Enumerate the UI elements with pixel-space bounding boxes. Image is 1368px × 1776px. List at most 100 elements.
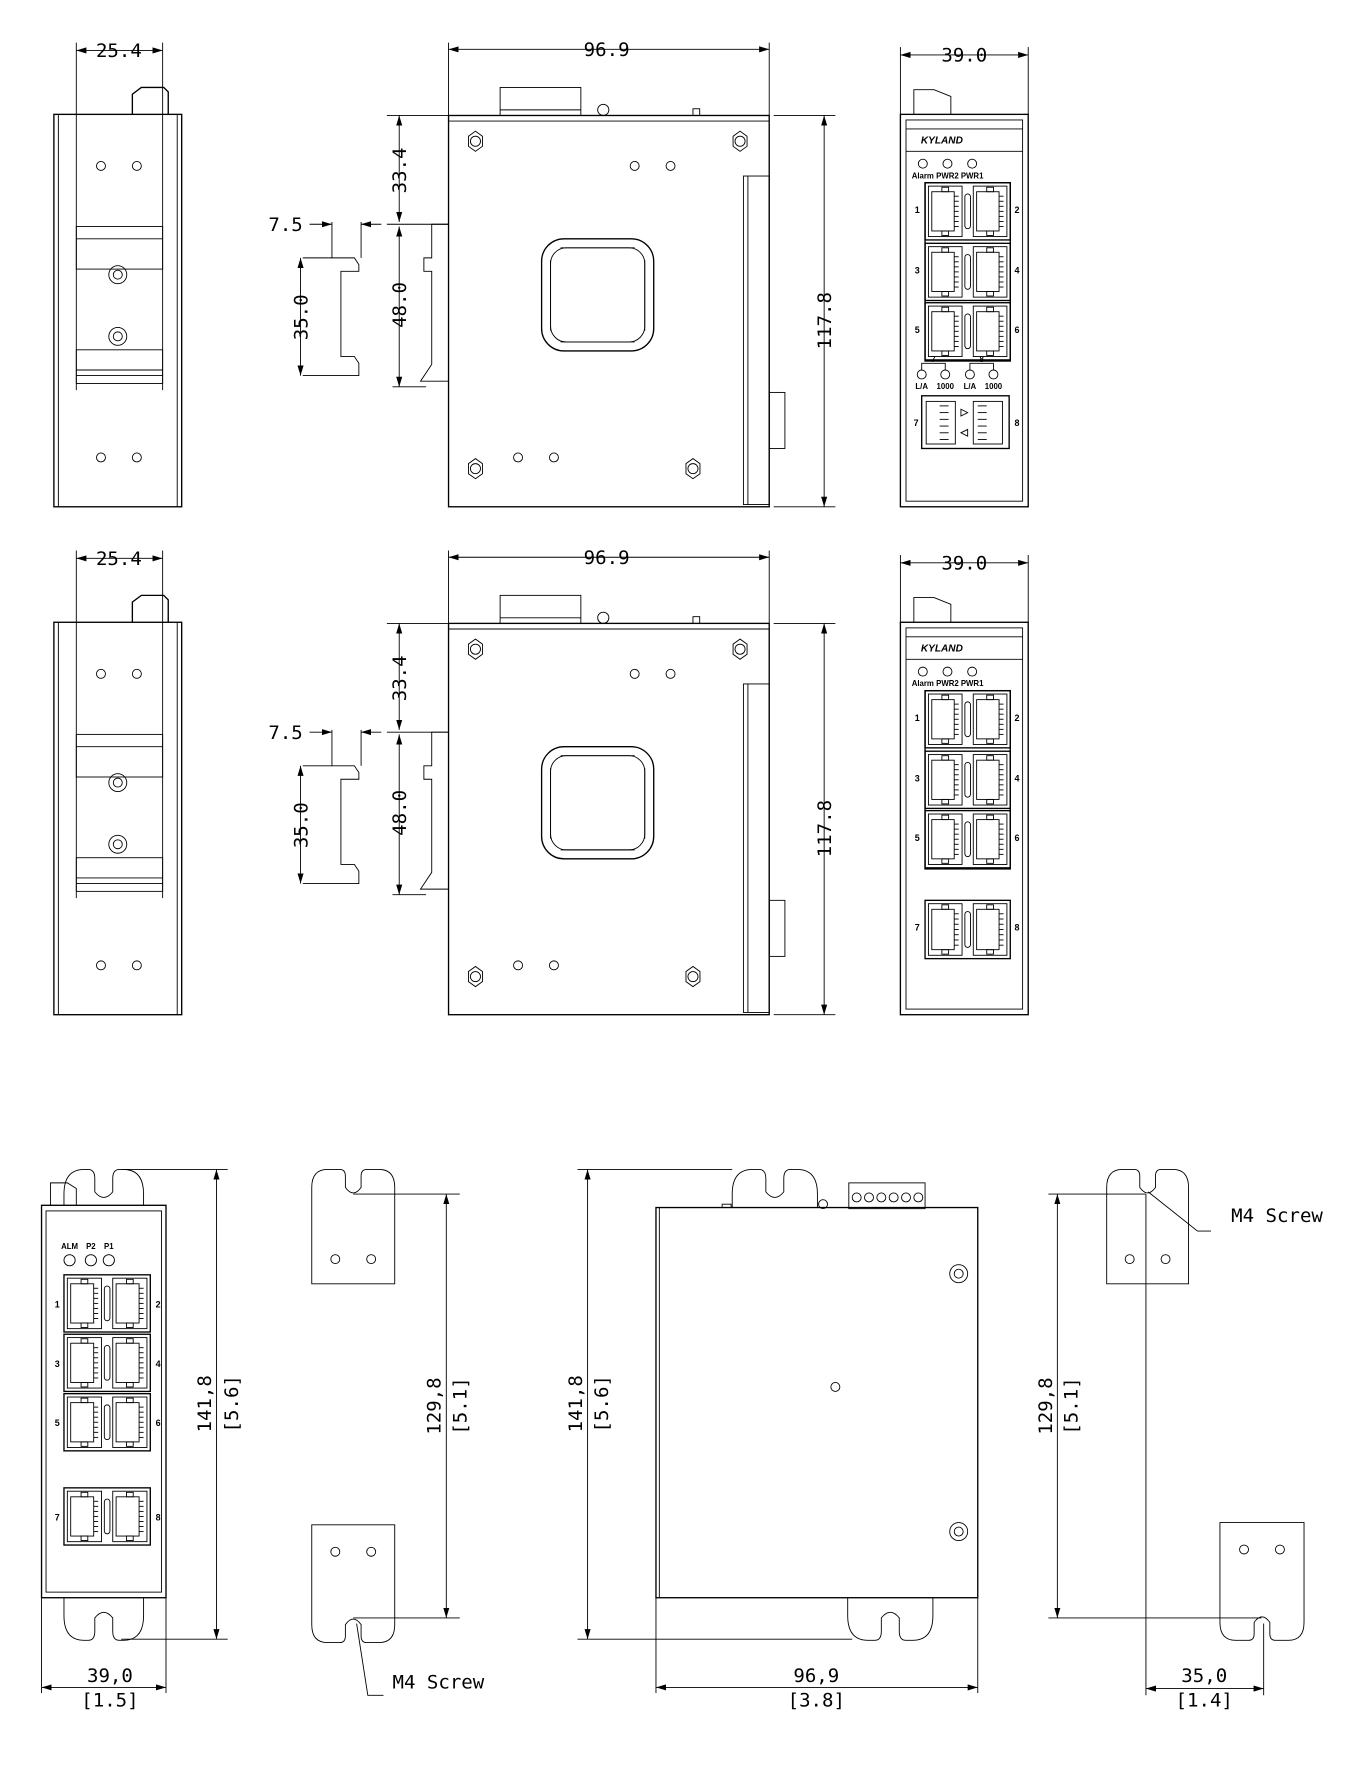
din-rail-profile xyxy=(302,221,360,377)
side-rail xyxy=(742,175,770,505)
hole xyxy=(96,960,106,971)
port-outline xyxy=(112,1490,148,1543)
screw-icon xyxy=(108,326,128,346)
led-indicator xyxy=(964,369,975,380)
rj45-port-icon xyxy=(972,246,1008,298)
latch xyxy=(80,1322,89,1328)
port-block-frame xyxy=(63,1392,151,1452)
port-outline xyxy=(927,693,963,745)
front-enclosure xyxy=(40,1204,167,1599)
port-outline xyxy=(927,754,963,806)
port-number: 7 xyxy=(915,923,920,933)
bottom-mounting-tab xyxy=(847,1597,934,1641)
hole xyxy=(96,668,106,679)
bracket-outline xyxy=(311,1524,396,1644)
screw-icon xyxy=(108,834,128,854)
bracket-outline xyxy=(1219,1522,1305,1641)
latch xyxy=(986,738,994,744)
screw-icon xyxy=(112,331,123,342)
led-indicator xyxy=(942,158,953,169)
m4-screw-label: M4 Screw xyxy=(392,1672,484,1694)
port-number: 1 xyxy=(915,713,920,723)
bracket-spacing-inch-label: [5.1] xyxy=(449,1377,471,1434)
side-width-label: 25.4 xyxy=(96,548,142,570)
rj45-port-icon xyxy=(112,1396,148,1448)
sfp-port-icon xyxy=(972,400,1003,445)
latch xyxy=(941,230,950,236)
led-indicator xyxy=(940,369,951,380)
port-group-frame xyxy=(924,689,1011,870)
port-inner xyxy=(115,1496,140,1537)
side-height-label: 141,8 xyxy=(565,1375,587,1432)
wall-mount-bracket xyxy=(1106,1168,1189,1285)
rj45-port-icon xyxy=(972,305,1008,357)
port-separator xyxy=(964,761,971,798)
latch xyxy=(941,186,950,193)
hole xyxy=(1124,1254,1135,1265)
rj45-port-icon xyxy=(972,903,1008,956)
terminal-screw xyxy=(901,1192,911,1203)
nut-hole xyxy=(469,463,481,475)
nut-hole xyxy=(469,971,481,983)
port-housing xyxy=(768,391,786,449)
latch xyxy=(986,814,994,821)
hex-nut-icon xyxy=(468,638,483,660)
wall-mount-bracket xyxy=(311,1168,396,1285)
hex-nut-icon xyxy=(468,130,483,152)
port-separator xyxy=(103,1285,111,1322)
front-panel xyxy=(905,627,1024,1010)
hex-nut-icon xyxy=(732,130,748,152)
body-enclosure xyxy=(447,114,770,508)
bracket-outline xyxy=(1106,1168,1189,1285)
rj45-port-icon xyxy=(112,1337,148,1389)
side-width-inch-label: [3.8] xyxy=(788,1689,845,1711)
latch xyxy=(986,755,994,761)
port-inner xyxy=(976,699,1000,740)
hole xyxy=(1274,1544,1285,1555)
port-outline xyxy=(66,1277,102,1330)
side-rail xyxy=(742,683,770,1013)
power-terminal xyxy=(499,87,582,116)
sfp-port-icon xyxy=(925,400,956,445)
rj45-port-icon xyxy=(927,754,963,806)
power-terminal xyxy=(499,594,582,624)
screw-icon xyxy=(108,265,128,285)
port-inner xyxy=(70,1283,95,1324)
hole xyxy=(96,452,106,463)
hex-nut-icon xyxy=(685,965,701,988)
port-inner xyxy=(931,191,955,232)
port-outline xyxy=(66,1337,102,1389)
latch xyxy=(80,1397,89,1404)
port-number: 7 xyxy=(914,418,919,428)
side-enclosure xyxy=(53,113,183,508)
hole xyxy=(830,1382,841,1392)
port-outline xyxy=(972,246,1008,298)
side-width-label: 96,9 xyxy=(793,1665,839,1687)
kyland-logo: KYLAND xyxy=(921,643,963,654)
port-number: 5 xyxy=(915,833,920,843)
side-view: 25.4 xyxy=(53,40,183,508)
bottom-mounting-tab xyxy=(63,1597,145,1641)
port-separator xyxy=(964,254,971,290)
hole xyxy=(131,452,142,463)
din-band xyxy=(75,857,164,892)
latch xyxy=(126,1491,134,1498)
port-inner xyxy=(70,1496,95,1537)
rj45-port-icon xyxy=(972,693,1008,745)
leader-line xyxy=(1147,1191,1211,1232)
screw-icon xyxy=(112,269,123,280)
terminal-screw xyxy=(888,1192,899,1203)
terminal-connector xyxy=(913,597,952,623)
port-block xyxy=(63,1392,151,1452)
port-group-frame xyxy=(924,182,1011,362)
port-outline xyxy=(972,185,1008,238)
bracket-offset-label: 35,0 xyxy=(1181,1665,1227,1687)
bracket-offset-view: 129,8[5.1]35,0[1.4]M4 Screw xyxy=(1035,1168,1323,1711)
arrow-left-icon xyxy=(959,428,969,437)
top-mounting-tab xyxy=(731,1168,818,1208)
port-number: 4 xyxy=(1015,773,1020,783)
port-block xyxy=(63,1274,151,1333)
height-label: 117.8 xyxy=(814,800,836,857)
